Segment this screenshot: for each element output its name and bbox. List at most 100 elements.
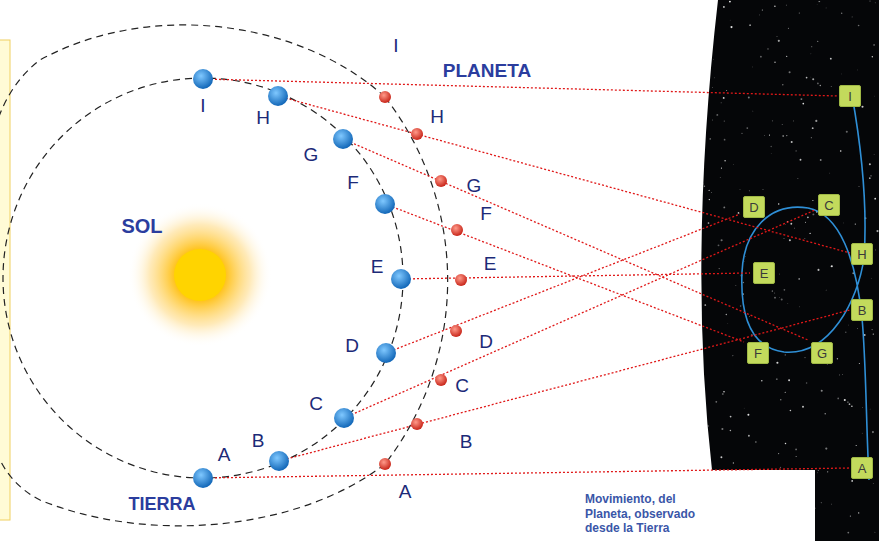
star <box>752 66 754 68</box>
earth-position: B <box>252 431 265 452</box>
star <box>799 306 801 308</box>
star <box>814 507 816 509</box>
star <box>748 97 750 99</box>
star <box>722 393 724 395</box>
star <box>776 378 778 380</box>
star <box>794 227 796 229</box>
star <box>821 390 823 392</box>
star <box>800 159 802 161</box>
star <box>738 212 740 214</box>
star <box>870 175 871 176</box>
star <box>772 120 773 121</box>
planet-position: B <box>460 432 473 453</box>
position-marker: I <box>839 85 861 107</box>
star <box>790 410 792 412</box>
star <box>874 95 876 97</box>
planet-positions <box>379 91 467 470</box>
star <box>721 167 722 168</box>
star <box>802 103 804 105</box>
star <box>720 456 722 458</box>
star-field <box>701 0 879 541</box>
star <box>776 35 778 37</box>
star <box>797 535 799 537</box>
earth-positions <box>193 69 411 488</box>
star <box>872 329 873 330</box>
star <box>851 480 853 482</box>
star <box>754 490 756 492</box>
star <box>741 133 742 134</box>
position-letter: F <box>754 347 762 360</box>
star <box>874 2 876 4</box>
star <box>847 532 849 534</box>
star <box>774 297 776 299</box>
star <box>849 403 851 405</box>
star <box>858 25 860 27</box>
star <box>806 382 808 384</box>
star <box>874 532 875 533</box>
star <box>799 12 800 13</box>
star <box>730 26 732 28</box>
star <box>774 293 775 294</box>
star <box>802 406 804 408</box>
planet-label: PLANETA <box>443 61 531 82</box>
star <box>778 203 779 204</box>
star <box>730 533 731 534</box>
star <box>797 178 799 180</box>
star <box>746 127 748 129</box>
star <box>789 239 791 241</box>
star <box>788 28 789 29</box>
star <box>721 428 723 430</box>
star <box>704 304 706 306</box>
star <box>711 191 713 193</box>
star <box>830 58 832 60</box>
star <box>789 71 791 73</box>
star <box>781 501 783 503</box>
star <box>747 414 749 416</box>
star <box>817 472 819 474</box>
star <box>712 119 714 121</box>
star <box>872 56 873 57</box>
star <box>713 476 715 478</box>
star <box>819 1 821 3</box>
star <box>749 190 750 191</box>
star <box>810 76 812 78</box>
earth-label: TIERRA <box>129 495 196 515</box>
star <box>718 244 720 246</box>
star <box>767 498 769 500</box>
star <box>778 40 780 42</box>
star <box>812 200 813 201</box>
star <box>704 83 706 85</box>
star <box>818 1 819 2</box>
star <box>815 120 817 122</box>
star <box>812 127 814 129</box>
planet-position: C <box>455 376 469 397</box>
star <box>820 502 822 504</box>
star <box>735 506 737 508</box>
star <box>782 135 784 137</box>
star <box>837 398 839 400</box>
star <box>869 408 871 410</box>
star <box>876 230 878 232</box>
star <box>872 431 874 433</box>
star <box>786 135 787 136</box>
position-marker: E <box>753 262 775 284</box>
star <box>726 314 727 315</box>
sun-core <box>174 249 226 301</box>
star <box>701 183 703 185</box>
star <box>724 120 725 121</box>
star <box>800 98 802 100</box>
star <box>790 223 792 225</box>
star <box>778 453 779 454</box>
sight-lines <box>203 79 850 478</box>
star <box>703 167 705 169</box>
star <box>858 512 859 513</box>
star <box>723 97 725 99</box>
star <box>841 73 843 75</box>
star <box>859 363 860 364</box>
star <box>769 135 770 136</box>
star <box>873 44 875 46</box>
side-strip <box>0 40 10 520</box>
star <box>784 529 786 531</box>
star <box>721 239 723 241</box>
star <box>700 311 702 313</box>
